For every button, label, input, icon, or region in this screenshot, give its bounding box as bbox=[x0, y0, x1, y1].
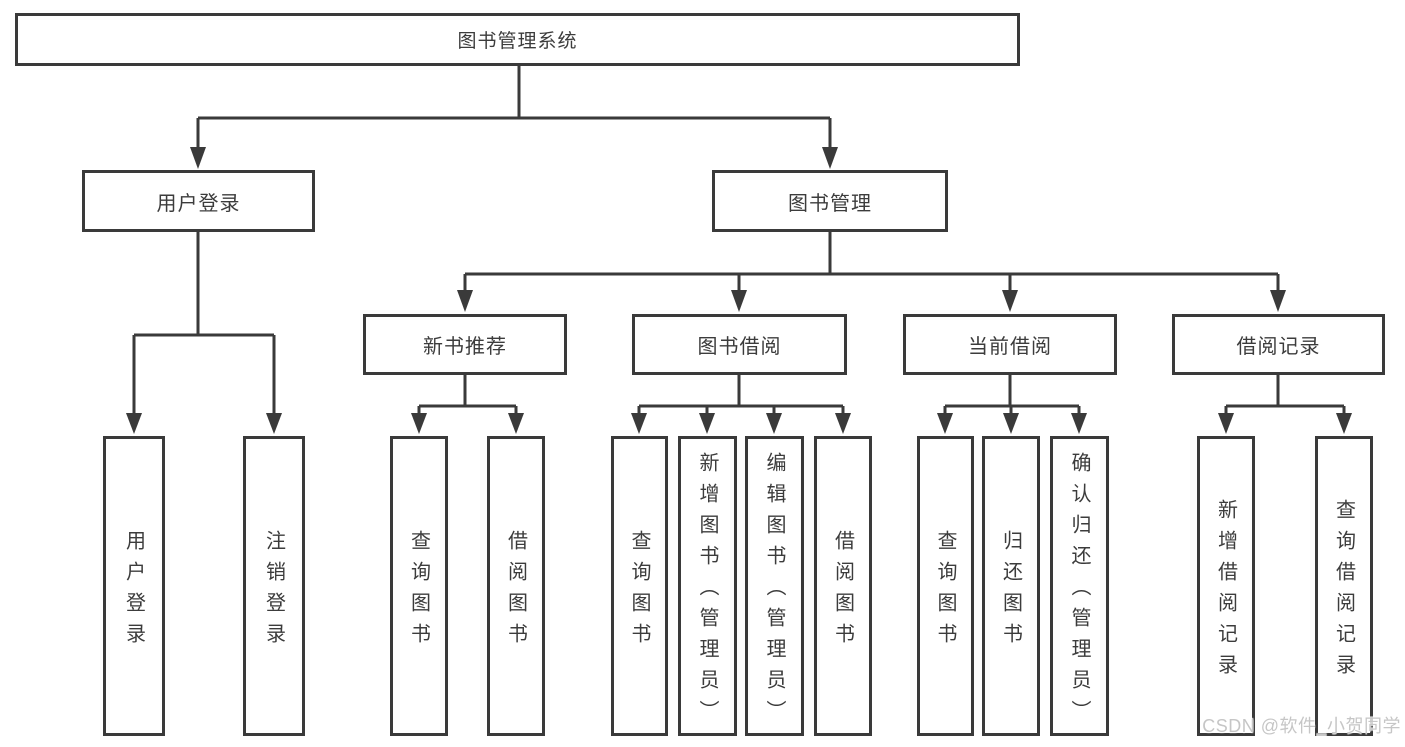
csdn-watermark: CSDN @软件_小贺同学 bbox=[1202, 716, 1401, 736]
leaf-query-books-current: 查询图书 bbox=[917, 436, 974, 736]
node-book-borrowing: 图书借阅 bbox=[632, 314, 847, 375]
node-label: 编辑图书（管理员） bbox=[763, 452, 785, 731]
node-label: 查询借阅记录 bbox=[1332, 498, 1355, 685]
node-label: 查询图书 bbox=[628, 529, 650, 654]
node-label: 图书借阅 bbox=[697, 336, 782, 358]
node-label: 用户登录 bbox=[156, 192, 241, 215]
node-label: 图书管理 bbox=[788, 192, 872, 215]
leaf-query-borrow-record: 查询借阅记录 bbox=[1315, 436, 1373, 736]
leaf-return-books: 归还图书 bbox=[982, 436, 1040, 736]
node-label: 图书管理系统 bbox=[457, 31, 578, 52]
leaf-confirm-return-admin: 确认归还（管理员） bbox=[1050, 436, 1109, 736]
node-label: 新书推荐 bbox=[423, 336, 507, 358]
node-label: 查询图书 bbox=[407, 529, 430, 654]
leaf-query-books-borrowing: 查询图书 bbox=[611, 436, 668, 736]
node-user-login: 用户登录 bbox=[82, 170, 315, 232]
node-root-system: 图书管理系统 bbox=[15, 13, 1020, 66]
leaf-borrow-books-borrowing: 借阅图书 bbox=[814, 436, 872, 736]
node-book-management: 图书管理 bbox=[712, 170, 948, 232]
leaf-user-login: 用户登录 bbox=[103, 436, 165, 736]
leaf-logout: 注销登录 bbox=[243, 436, 305, 736]
node-label: 借阅记录 bbox=[1236, 336, 1321, 358]
node-borrowing-records: 借阅记录 bbox=[1172, 314, 1385, 375]
leaf-add-books-admin: 新增图书（管理员） bbox=[678, 436, 737, 736]
leaf-edit-books-admin: 编辑图书（管理员） bbox=[745, 436, 804, 736]
node-label: 新增借阅记录 bbox=[1214, 498, 1237, 685]
leaf-query-books-recommend: 查询图书 bbox=[390, 436, 448, 736]
node-new-book-recommend: 新书推荐 bbox=[363, 314, 567, 375]
node-label: 确认归还（管理员） bbox=[1068, 452, 1090, 731]
node-label: 注销登录 bbox=[262, 529, 285, 654]
node-label: 查询图书 bbox=[934, 529, 956, 654]
leaf-borrow-books-recommend: 借阅图书 bbox=[487, 436, 545, 736]
leaf-add-borrow-record: 新增借阅记录 bbox=[1197, 436, 1255, 736]
node-label: 用户登录 bbox=[122, 529, 145, 654]
node-label: 当前借阅 bbox=[968, 336, 1052, 358]
node-label: 借阅图书 bbox=[831, 529, 854, 654]
node-label: 归还图书 bbox=[999, 529, 1022, 654]
node-label: 借阅图书 bbox=[504, 529, 527, 654]
node-label: 新增图书（管理员） bbox=[696, 452, 718, 731]
node-current-borrowing: 当前借阅 bbox=[903, 314, 1117, 375]
